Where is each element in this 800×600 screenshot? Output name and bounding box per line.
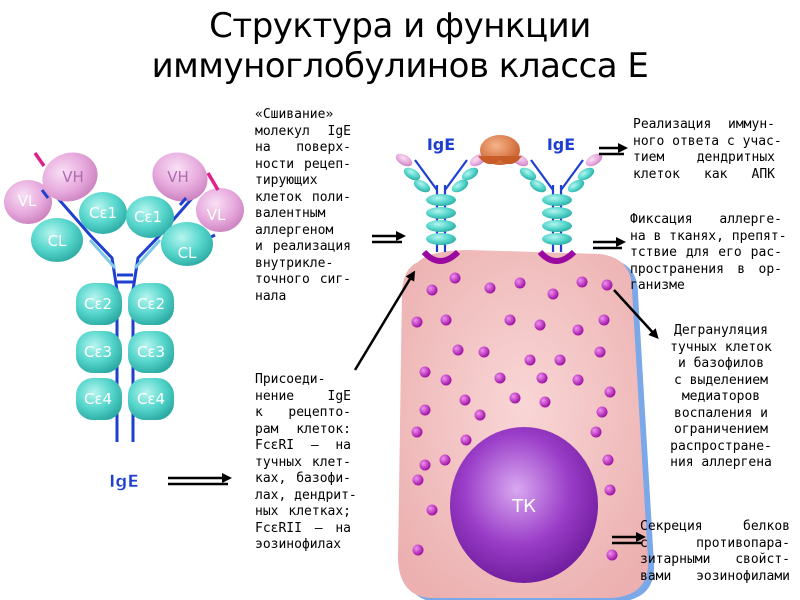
vl-left-domain — [4, 180, 52, 224]
granule — [494, 372, 506, 384]
granule — [601, 279, 613, 291]
granule — [547, 288, 559, 300]
ce4-left-label: Cε4 — [84, 390, 112, 408]
ige-label-cell-left: IgE — [427, 135, 455, 154]
granule — [509, 392, 521, 404]
ce1-right-label: Cε1 — [134, 208, 162, 226]
ce1-left-domain — [79, 192, 127, 234]
ce1-right-domain — [126, 196, 174, 238]
granule — [484, 282, 496, 294]
granule — [524, 354, 536, 366]
vh-right-domain — [152, 152, 208, 202]
cell-granules — [411, 272, 618, 561]
granule — [478, 346, 490, 358]
granule — [602, 454, 614, 466]
granule — [440, 374, 452, 386]
granule — [576, 276, 588, 288]
cell-nucleus — [450, 427, 598, 583]
ce4-left-domain — [76, 378, 122, 420]
arrows — [168, 143, 659, 545]
granule — [412, 544, 424, 556]
binding-text: Присоеди- нение IgE к рецепто- рам клето… — [255, 372, 357, 552]
granule — [606, 549, 618, 561]
granule — [554, 354, 566, 366]
immune-response-text: Реализация иммун- ного ответа с учас- ти… — [633, 117, 782, 182]
mast-cell: ТК — [398, 250, 655, 600]
vh-left-domain — [42, 152, 98, 202]
ce2-left-label: Cε2 — [84, 295, 112, 313]
granule — [440, 314, 452, 326]
granule — [459, 394, 471, 406]
crosslink-text: «Сшивание» молекул IgE на поверх- ности … — [255, 107, 351, 304]
granule — [419, 366, 431, 378]
nucleus-label: ТК — [511, 496, 536, 517]
granule — [572, 324, 584, 336]
granule — [596, 406, 608, 418]
page-title: Структура и функции иммуноглобулинов кла… — [0, 6, 800, 86]
fc-receptor-left — [421, 249, 461, 264]
ige-on-cell-right — [511, 153, 603, 252]
vh-left-label: VH — [62, 168, 84, 186]
ce2-right-label: Cε2 — [137, 295, 165, 313]
granule — [411, 426, 423, 438]
vl-right-domain — [196, 188, 244, 232]
ce3-left-domain — [76, 331, 122, 373]
antigen-binding-tips — [33, 152, 220, 191]
granule — [411, 316, 423, 328]
granule — [590, 426, 602, 438]
ige-label-cell-right: IgE — [547, 135, 575, 154]
degranulation-text: Дегрануляция тучных клеток и базофилов с… — [670, 323, 772, 470]
vl-left-label: VL — [18, 192, 37, 210]
cl-right-label: CL — [178, 244, 197, 262]
ce3-right-domain — [128, 331, 174, 373]
granule — [412, 474, 424, 486]
ige-caption-left: IgE — [109, 472, 139, 492]
ce2-right-domain — [128, 283, 174, 325]
granule — [426, 504, 438, 516]
secretion-text: Секреция белков с противопара- зитарными… — [640, 519, 790, 584]
granule — [572, 374, 584, 386]
granule — [439, 454, 451, 466]
arrow-degranulation — [613, 289, 659, 339]
granule — [534, 319, 546, 331]
granule — [536, 372, 548, 384]
ce1-left-label: Cε1 — [89, 204, 117, 222]
granule — [449, 272, 461, 284]
granule — [504, 314, 516, 326]
cl-left-domain — [31, 218, 83, 262]
granule — [460, 434, 472, 446]
vl-right-label: VL — [207, 206, 226, 224]
granule — [419, 404, 431, 416]
ce2-left-domain — [76, 283, 122, 325]
ce4-right-domain — [128, 378, 174, 420]
granule — [604, 386, 616, 398]
ce4-right-label: Cε4 — [137, 390, 165, 408]
ce3-right-label: Cε3 — [137, 343, 165, 361]
ige-on-cell-left — [395, 153, 487, 252]
fc-receptor-right — [537, 249, 577, 264]
title-line-1: Структура и функции — [209, 6, 591, 46]
granule — [474, 409, 486, 421]
granule — [419, 459, 431, 471]
title-line-2: иммуноглобулинов класса Е — [151, 46, 649, 86]
granule — [604, 484, 616, 496]
granule — [598, 314, 610, 326]
vh-right-label: VH — [167, 168, 189, 186]
granule — [594, 346, 606, 358]
fixation-text: Фиксация аллерге- на в тканях, препят- т… — [630, 212, 787, 293]
allergen-molecule — [478, 135, 522, 165]
granule — [452, 344, 464, 356]
granule — [514, 277, 526, 289]
ige-antibody-structure: VH VH VL VL Cε1 Cε1 CL CL Cε2 Cε2 Cε3 Cε… — [4, 152, 244, 492]
arrow-binding-to-cell — [353, 270, 416, 371]
granule — [426, 284, 438, 296]
cl-left-label: CL — [48, 232, 67, 250]
granule — [539, 396, 551, 408]
ce3-left-label: Cε3 — [84, 343, 112, 361]
cl-right-domain — [161, 222, 213, 266]
